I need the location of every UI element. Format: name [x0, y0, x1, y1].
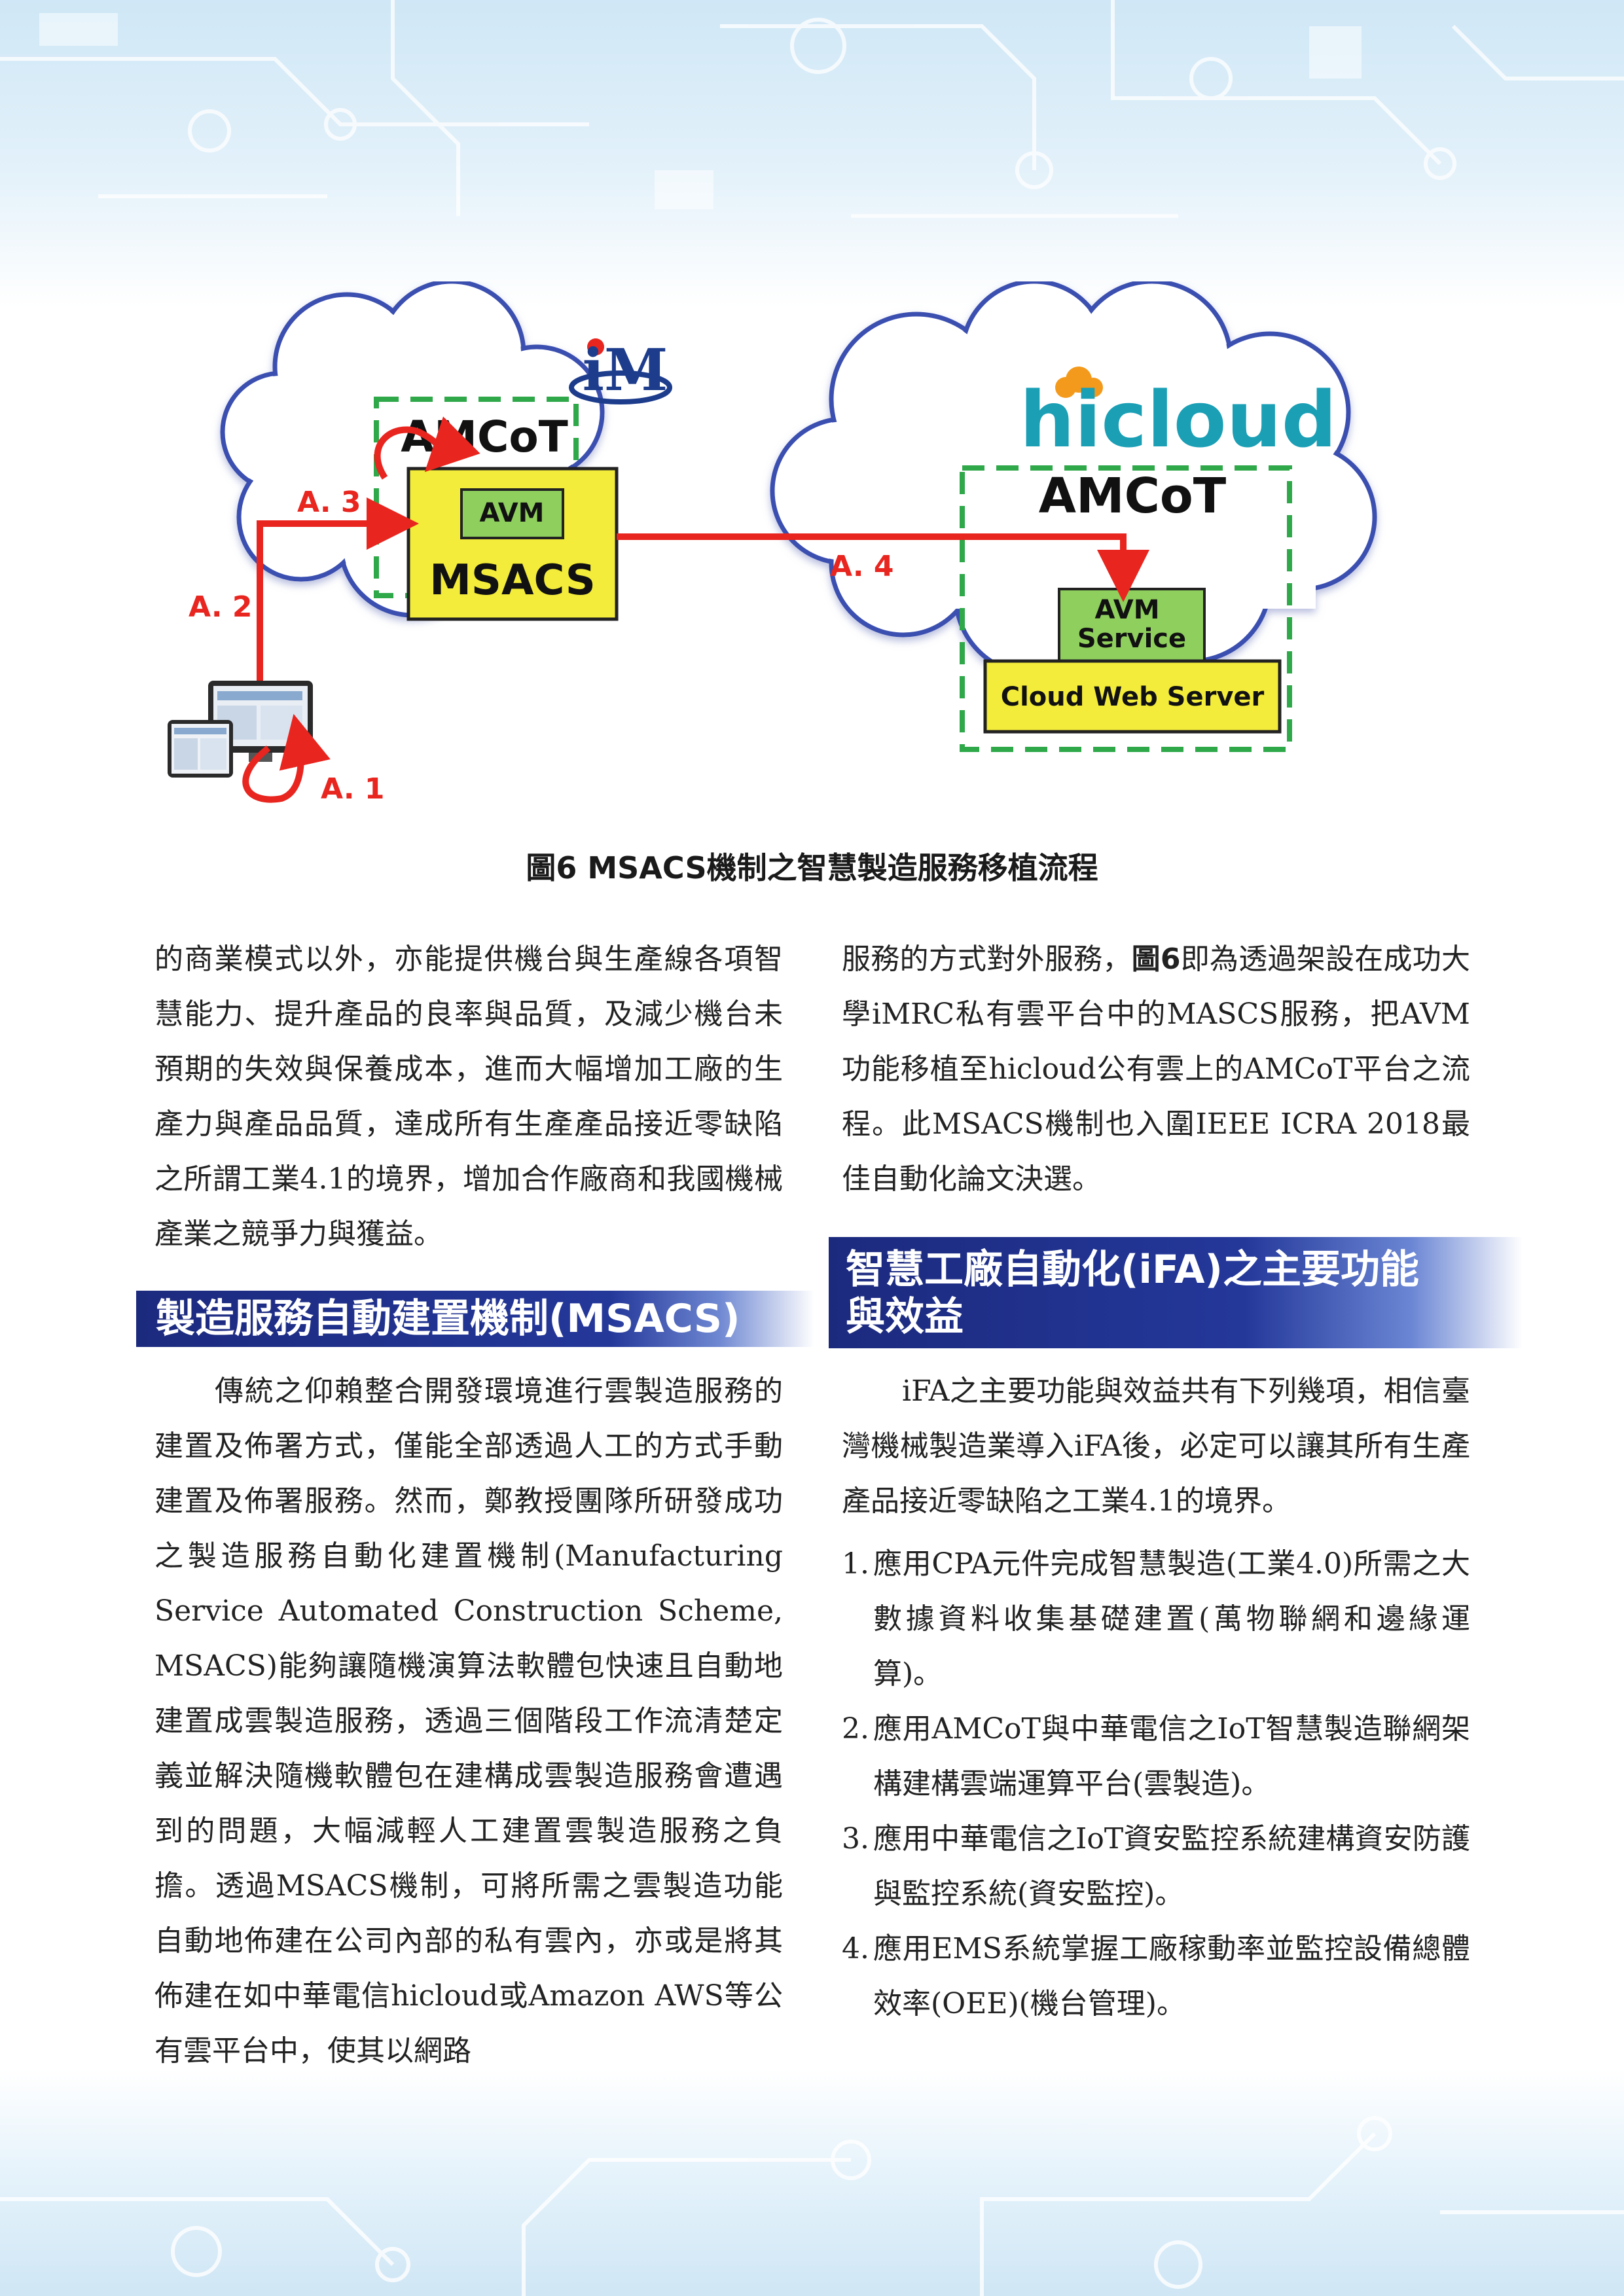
- step-a1-label: A. 1: [321, 772, 385, 806]
- right-paragraph-1: 服務的方式對外服務，圖6即為透過架設在成功大學iMRC私有雲平台中的MASCS服…: [842, 942, 1470, 1196]
- section-heading-msacs: 製造服務自動建置機制(MSACS): [136, 1291, 814, 1347]
- section-heading-ifa-line1: 智慧工廠自動化(iFA)之主要功能: [846, 1247, 1419, 1293]
- right-paragraph-2: iFA之主要功能與效益共有下列幾項，相信臺灣機械製造業導入iFA後，必定可以讓其…: [842, 1374, 1470, 1518]
- im-logo: iM: [569, 336, 672, 404]
- list-item: 1.應用CPA元件完成智慧製造(工業4.0)所需之大數據資料收集基礎建置(萬物聯…: [842, 1547, 1470, 1691]
- left-column-bottom: 傳統之仰賴整合開發環境進行雲製造服務的建置及佈署方式，僅能全部透過人工的方式手動…: [154, 1364, 783, 2079]
- left-paragraph-1: 的商業模式以外，亦能提供機台與生產線各項智慧能力、提升產品的良率與品質，及減少機…: [154, 942, 783, 1251]
- msacs-label: MSACS: [429, 556, 596, 605]
- arrow-a4: [617, 533, 1149, 602]
- circuit-pattern-top: [0, 0, 1624, 218]
- right-column-bottom: iFA之主要功能與效益共有下列幾項，相信臺灣機械製造業導入iFA後，必定可以讓其…: [842, 1364, 1470, 2032]
- step-a4-label: A. 4: [830, 550, 894, 583]
- list-item: 3.應用中華電信之IoT資安監控系統建構資安防護與監控系統(資安監控)。: [842, 1822, 1470, 1910]
- list-item: 4.應用EMS系統掌握工廠稼動率並監控設備總體效率(OEE)(機台管理)。: [842, 1932, 1470, 2020]
- section-heading-ifa: 智慧工廠自動化(iFA)之主要功能 與效益: [829, 1237, 1523, 1348]
- cloud-web-server-box: [983, 659, 1282, 734]
- svg-text:hicloud: hicloud: [1020, 374, 1337, 465]
- circuit-pattern-bottom: [0, 2116, 1624, 2296]
- bottom-background-band: [0, 2068, 1624, 2296]
- msacs-migration-diagram: iM AMCoT AVM MSACS hicloud AMCoT AVM Ser…: [168, 281, 1377, 806]
- right-public-cloud: [770, 281, 1377, 677]
- workflow-arrows: [242, 416, 1149, 803]
- right-amcot-title: AMCoT: [1039, 468, 1227, 524]
- step-a3-label: A. 3: [297, 486, 361, 519]
- avm-label: AVM: [479, 498, 544, 528]
- avm-box: [460, 488, 564, 539]
- list-item: 2.應用AMCoT與中華電信之IoT智慧製造聯網架構建構雲端運算平台(雲製造)。: [842, 1712, 1470, 1801]
- arrow-a3: [374, 416, 480, 480]
- right-column-top: 服務的方式對外服務，圖6即為透過架設在成功大學iMRC私有雲平台中的MASCS服…: [842, 932, 1470, 1207]
- section-heading-ifa-line2: 與效益: [846, 1294, 964, 1340]
- benefit-list: 1.應用CPA元件完成智慧製造(工業4.0)所需之大數據資料收集基礎建置(萬物聯…: [842, 1537, 1470, 2032]
- arrow-a2: [257, 497, 419, 681]
- figure-caption: 圖6 MSACS機制之智慧製造服務移植流程: [526, 850, 1098, 886]
- svg-text:iM: iM: [583, 336, 668, 404]
- hicloud-logo: hicloud: [1020, 367, 1337, 465]
- cloud-web-server-label: Cloud Web Server: [1001, 682, 1265, 712]
- left-column-top: 的商業模式以外，亦能提供機台與生產線各項智慧能力、提升產品的良率與品質，及減少機…: [154, 932, 783, 1262]
- left-paragraph-2: 傳統之仰賴整合開發環境進行雲製造服務的建置及佈署方式，僅能全部透過人工的方式手動…: [154, 1374, 783, 2068]
- client-devices-icon: [168, 681, 313, 778]
- right-amcot-boundary: [960, 465, 1292, 752]
- arrow-a1: [242, 713, 331, 803]
- step-a2-label: A. 2: [189, 590, 253, 624]
- figure-reference: 圖6: [1131, 942, 1181, 976]
